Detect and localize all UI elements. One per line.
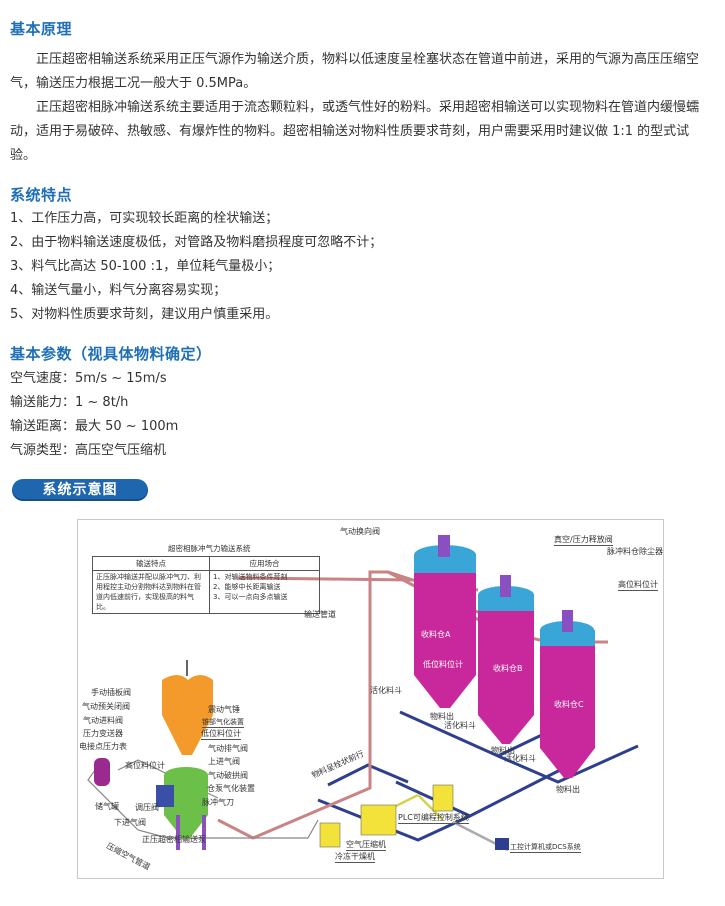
param-item-air-speed: 空气速度：5m/s ~ 15m/s bbox=[10, 371, 167, 386]
param-item-capacity: 输送能力：1 ~ 8t/h bbox=[10, 395, 129, 410]
label-low-level-hopper: 低位料位计 bbox=[201, 729, 241, 740]
table-cell-applications: 1、对输送物料条件苛刻 2、能够中长距离输送 3、可以一点向多点输送 bbox=[209, 570, 320, 614]
label-high-level-left: 高位料位计 bbox=[125, 761, 165, 770]
label-tank: 储气罐 bbox=[95, 802, 119, 811]
application-item: 2、能够中长距离输送 bbox=[213, 583, 281, 591]
label-out-c: 物料出 bbox=[556, 785, 580, 794]
label-hopper-c: 活化料斗 bbox=[504, 754, 536, 763]
bin-c bbox=[540, 610, 595, 778]
bin-a bbox=[414, 535, 476, 708]
label-arch-breaker: 气动破拱阀 bbox=[208, 771, 248, 780]
feature-item: 2、由于物料输送速度极低，对管路及物料磨损程度可忽略不计； bbox=[10, 235, 383, 250]
label-pump: 正压超密相输送泵 bbox=[142, 835, 206, 844]
label-vibrator: 震动气锤 bbox=[208, 705, 240, 714]
label-plc: PLC可编程控制系统 bbox=[398, 813, 469, 824]
air-tank bbox=[94, 758, 110, 786]
param-item-distance: 输送距离：最大 50 ~ 100m bbox=[10, 419, 179, 434]
label-compressor: 空气压缩机 bbox=[346, 840, 386, 851]
label-cone-aerator: 锥部气化装置 bbox=[202, 718, 244, 728]
feature-item: 1、工作压力高，可实现较长距离的栓状输送； bbox=[10, 211, 279, 226]
blue-pipes bbox=[317, 710, 639, 842]
principle-paragraph-1: 正压超密相输送系统采用正压气源作为输送介质，物料以低速度呈栓塞状态在管道中前进，… bbox=[10, 52, 700, 91]
computer bbox=[495, 838, 509, 850]
label-upper-inlet: 上进气阀 bbox=[208, 757, 240, 766]
label-exhaust-valve: 气动排气阀 bbox=[208, 744, 248, 753]
label-bin-a: 收料仓A bbox=[421, 630, 451, 639]
label-manual-gate: 手动插板阀 bbox=[91, 688, 131, 697]
application-item: 3、可以一点向多点输送 bbox=[213, 593, 288, 601]
diagram-graphics bbox=[87, 535, 639, 852]
principle-paragraph-2: 正压超密相脉冲输送系统主要适用于流态颗粒料，或透气性好的粉料。采用超密相输送可以… bbox=[10, 100, 700, 163]
feature-item: 4、输送气量小，料气分离容易实现； bbox=[10, 283, 227, 298]
label-low-level-bin: 低位料位计 bbox=[423, 660, 463, 669]
diagram-table: 输送特点 应用场合 正压脉冲输送并配以脉冲气刀、利用程控主动分割物料达到物料在管… bbox=[92, 556, 320, 614]
label-vacuum-valve: 真空/压力释放阀 bbox=[554, 535, 613, 546]
feature-item: 5、对物料性质要求苛刻，建议用户慎重采用。 bbox=[10, 307, 279, 322]
bin-b bbox=[478, 575, 534, 744]
label-dust-collector: 脉冲料仓除尘器 bbox=[607, 547, 663, 556]
label-reversing-valve: 气动换向阀 bbox=[340, 527, 380, 536]
plc-cabinet bbox=[432, 784, 454, 812]
system-diagram: 超密相脉冲气力输送系统 输送特点 应用场合 正压脉冲输送并配以脉冲气刀、利用程控… bbox=[77, 519, 664, 879]
label-pump-aerator: 仓泵气化装置 bbox=[207, 784, 255, 793]
label-out-b: 物料出 bbox=[491, 746, 515, 755]
params-title: 基本参数（视具体物料确定） bbox=[10, 345, 212, 363]
compressor bbox=[360, 804, 397, 836]
label-regulator: 调压阀 bbox=[135, 803, 159, 812]
label-hopper-a: 活化料斗 bbox=[370, 686, 402, 695]
diagram-heading-button: 系统示意图 bbox=[12, 479, 148, 501]
label-air-knife: 脉冲气刀 bbox=[202, 798, 234, 807]
label-pre-close-valve: 气动预关闭阀 bbox=[82, 702, 130, 711]
diagram-table-title: 超密相脉冲气力输送系统 bbox=[168, 544, 251, 553]
label-dryer: 冷冻干燥机 bbox=[335, 852, 375, 863]
label-computer: 工控计算机或DCS系统 bbox=[510, 843, 581, 853]
table-header: 应用场合 bbox=[209, 556, 320, 571]
feed-hopper bbox=[162, 660, 213, 755]
table-cell-feature: 正压脉冲输送并配以脉冲气刀、利用程控主动分割物料达到物料在管道内低速前行，实现极… bbox=[92, 570, 210, 614]
label-out-a: 物料出 bbox=[430, 712, 454, 721]
label-high-level-right: 高位料位计 bbox=[618, 580, 658, 591]
table-header: 输送特点 bbox=[92, 556, 210, 571]
param-item-air-source: 气源类型：高压空气压缩机 bbox=[10, 443, 167, 458]
label-lower-inlet: 下进气阀 bbox=[114, 818, 146, 827]
pump bbox=[156, 767, 208, 850]
features-title: 系统特点 bbox=[10, 186, 73, 204]
label-feed-valve: 气动进料阀 bbox=[83, 716, 123, 725]
label-hopper-b: 活化料斗 bbox=[444, 721, 476, 730]
dryer bbox=[319, 822, 341, 848]
label-bin-b: 收料仓B bbox=[493, 664, 523, 673]
label-conveying-pipe: 输送管道 bbox=[304, 610, 336, 619]
label-pressure-transmitter: 压力变送器 bbox=[83, 729, 123, 738]
feature-item: 3、料气比高达 50-100 :1，单位耗气量极小； bbox=[10, 259, 281, 274]
label-contact-gauge: 电接点压力表 bbox=[79, 742, 127, 751]
principle-title: 基本原理 bbox=[10, 20, 73, 38]
application-item: 1、对输送物料条件苛刻 bbox=[213, 573, 288, 581]
label-bin-c: 收料仓C bbox=[554, 700, 584, 709]
